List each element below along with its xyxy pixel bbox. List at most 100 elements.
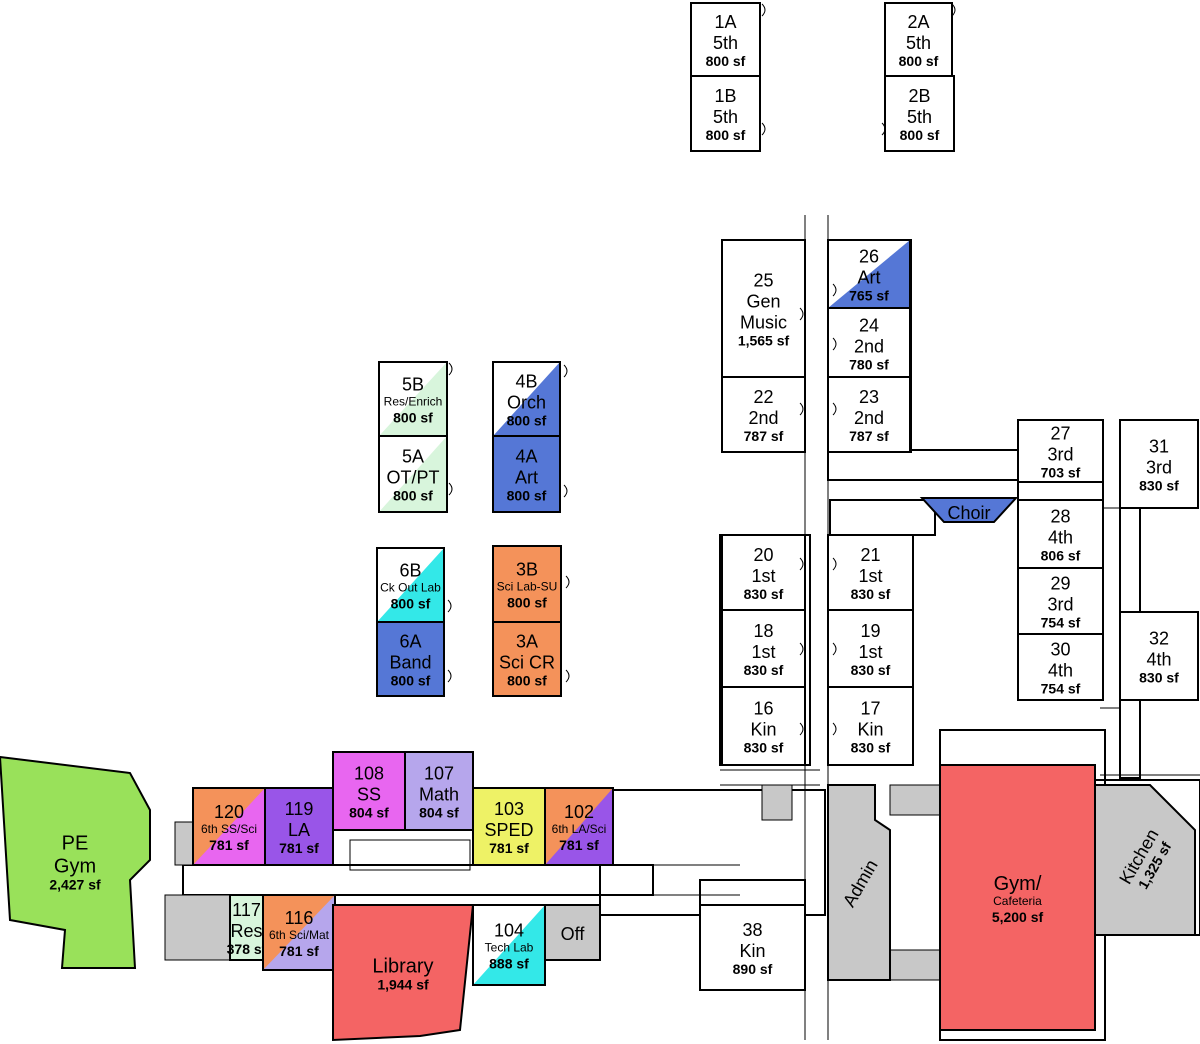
room-area: 830 sf: [1139, 670, 1179, 686]
room-secondary-use: [193, 788, 265, 865]
room-shape: [884, 75, 955, 152]
door-swings: [447, 3, 956, 736]
room-label: 6B: [399, 561, 421, 581]
room-label: 119: [285, 799, 314, 819]
room-area: 378 sf: [227, 941, 267, 957]
room-label: 21: [860, 545, 880, 565]
room-label: 5B: [402, 375, 424, 395]
room-label: 4th: [1048, 661, 1073, 681]
room-label: 116: [285, 908, 314, 928]
room-choir[interactable]: Choir: [919, 497, 1019, 523]
room-area: 800 sf: [391, 596, 431, 612]
room-shape: [0, 755, 151, 969]
room-area: 830 sf: [851, 740, 891, 756]
room-area: 1,565 sf: [738, 333, 790, 349]
room-label: 2B: [908, 86, 930, 106]
room-area: 787 sf: [744, 428, 784, 444]
room-area: 800 sf: [507, 673, 547, 689]
room-area: 800 sf: [507, 488, 547, 504]
room-shape: [827, 784, 891, 981]
room-label: 102: [564, 802, 594, 822]
room-area: 754 sf: [1041, 681, 1081, 697]
room-shape: [492, 621, 562, 697]
room-label: Tech Lab: [485, 941, 534, 955]
room-label: Kin: [739, 941, 765, 961]
room-admin[interactable]: Admin: [827, 784, 891, 981]
room-area: 804 sf: [349, 805, 389, 821]
room-label: 117: [232, 900, 261, 920]
room-area: 804 sf: [419, 805, 459, 821]
room-label: 30: [1050, 640, 1070, 660]
room-label: Gym: [54, 856, 96, 878]
room-label: 26: [859, 247, 879, 267]
room-label: 1st: [858, 566, 882, 586]
room-label: 4B: [515, 372, 537, 392]
room-label: Gen: [746, 292, 780, 312]
room-label: 2nd: [854, 337, 884, 357]
room-shape: [690, 75, 761, 152]
room-label: 103: [494, 799, 524, 819]
room-area: 1,944 sf: [377, 977, 429, 993]
room-area: 800 sf: [393, 488, 433, 504]
room-area: 830 sf: [744, 740, 784, 756]
room-area: 800 sf: [706, 53, 746, 69]
room-area: 830 sf: [1139, 478, 1179, 494]
room-label: 18: [753, 621, 773, 641]
room-label: Kin: [857, 720, 883, 740]
room-label: 27: [1050, 424, 1070, 444]
room-area: 781 sf: [489, 840, 529, 856]
room-area: 5,200 sf: [992, 909, 1044, 925]
room-label: OT/PT: [387, 468, 440, 488]
room-off[interactable]: Off: [544, 904, 601, 961]
room-label: SS: [357, 785, 381, 805]
room-shape: [721, 376, 806, 453]
room-shape: [264, 787, 334, 866]
room-label: 4th: [1146, 650, 1171, 670]
room-label: Band: [389, 653, 431, 673]
room-label: 22: [753, 387, 773, 407]
